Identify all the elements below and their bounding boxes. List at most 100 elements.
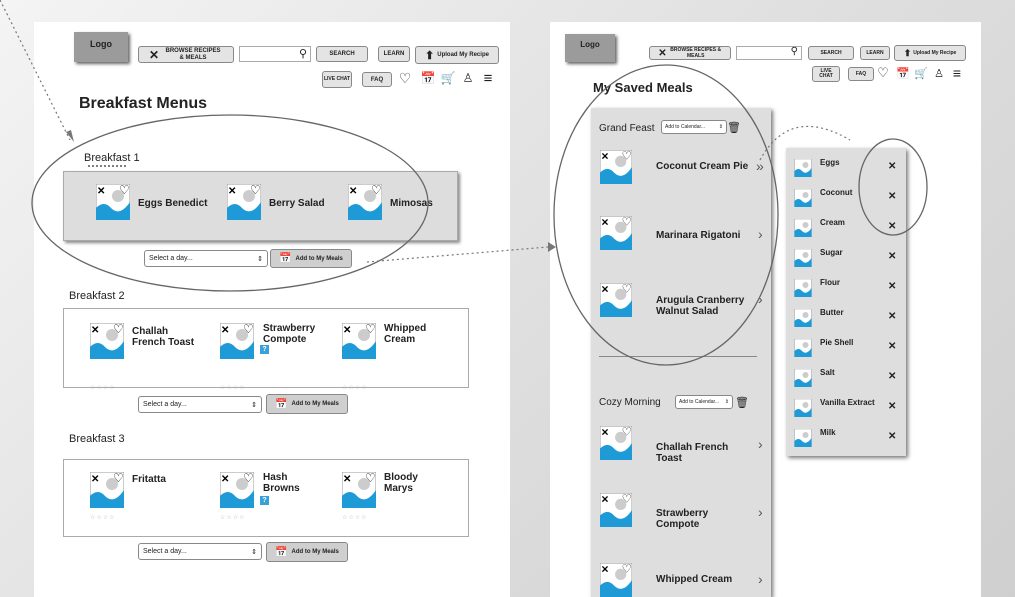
chevron-right-icon[interactable]: »	[756, 158, 764, 174]
calendar-select[interactable]: Add to Calendar...⇕	[661, 120, 727, 134]
chevron-right-icon[interactable]: ›	[758, 436, 763, 452]
help-badge-icon[interactable]: ?	[259, 344, 270, 355]
user-icon[interactable]: ♙	[462, 71, 474, 85]
svg-text:✕: ✕	[221, 474, 229, 485]
calendar-icon[interactable]: 📅	[896, 67, 910, 80]
live-chat-button[interactable]: LIVE CHAT	[812, 66, 840, 82]
svg-text:✕: ✕	[601, 493, 609, 504]
svg-text:♡: ♡	[119, 184, 130, 197]
heart-icon[interactable]: ♡	[398, 69, 412, 86]
rating-stars[interactable]: ☆☆☆☆	[220, 515, 246, 521]
ingredient-image-icon	[794, 398, 812, 422]
live-chat-button[interactable]: LIVE CHAT	[322, 71, 352, 88]
saved-meal-name[interactable]: Strawberry Compote	[656, 508, 709, 530]
saved-meal-name[interactable]: Whipped Cream	[656, 574, 733, 585]
ingredient-image-icon	[794, 188, 812, 212]
day-select[interactable]: Select a day...⇕	[138, 543, 262, 560]
chevron-right-icon[interactable]: ›	[758, 291, 763, 307]
menu-item-name[interactable]: Challah French Toast	[132, 326, 195, 348]
food-image-icon: ✕♡	[347, 183, 383, 225]
logo[interactable]: Logo	[74, 32, 128, 62]
faq-button[interactable]: FAQ	[362, 72, 392, 87]
user-icon[interactable]: ♙	[934, 67, 944, 80]
remove-ingredient-icon[interactable]: ✕	[888, 161, 897, 172]
food-image-icon: ✕♡	[599, 425, 633, 465]
remove-ingredient-icon[interactable]: ✕	[888, 191, 897, 202]
add-to-meals-button[interactable]: 📅Add to My Meals	[266, 542, 348, 562]
remove-ingredient-icon[interactable]: ✕	[888, 341, 897, 352]
search-button[interactable]: SEARCH	[316, 46, 368, 62]
calendar-select[interactable]: Add to Calendar...⇕	[675, 395, 733, 409]
menu-item-name[interactable]: Strawberry Compote	[263, 323, 316, 345]
upload-label: Upload My Recipe	[437, 52, 489, 58]
food-image-icon: ✕♡	[599, 215, 633, 255]
logo[interactable]: Logo	[565, 34, 615, 62]
menu-item-name[interactable]: Fritatta	[132, 474, 166, 485]
menu-item-name[interactable]: Mimosas	[390, 198, 433, 209]
rating-stars[interactable]: ☆☆☆☆	[90, 385, 116, 391]
chevron-right-icon[interactable]: ›	[758, 226, 763, 242]
search-input[interactable]: ⚲	[239, 46, 311, 62]
cart-icon[interactable]: 🛒	[440, 71, 456, 85]
upload-recipe-button[interactable]: ⬆Upload My Recipe	[894, 45, 966, 61]
rating-stars[interactable]: ☆☆☆☆	[220, 385, 246, 391]
remove-ingredient-icon[interactable]: ✕	[888, 371, 897, 382]
select-value: Select a day...	[143, 548, 187, 555]
chevron-right-icon[interactable]: ›	[758, 571, 763, 587]
menu-item-name[interactable]: Hash Browns	[263, 472, 300, 494]
saved-meal-name[interactable]: Challah French Toast	[656, 442, 729, 464]
remove-ingredient-icon[interactable]: ✕	[888, 281, 897, 292]
browse-button[interactable]: ✕BROWSE RECIPES & MEALS	[649, 46, 731, 60]
utensils-icon: ✕	[658, 47, 667, 59]
food-image-icon: ✕♡	[599, 562, 633, 597]
saved-meal-name[interactable]: Arugula Cranberry Walnut Salad	[656, 295, 745, 317]
ingredient-name: Salt	[820, 368, 835, 377]
browse-button[interactable]: ✕ BROWSE RECIPES & MEALS	[138, 46, 234, 63]
saved-meal-name[interactable]: Coconut Cream Pie	[656, 161, 749, 172]
rating-stars[interactable]: ☆☆☆☆	[342, 385, 368, 391]
remove-ingredient-icon[interactable]: ✕	[888, 401, 897, 412]
menu-item-name[interactable]: Eggs Benedict	[138, 198, 208, 209]
help-badge-icon[interactable]: ?	[259, 495, 270, 506]
menu-item-name[interactable]: Whipped Cream	[384, 323, 427, 345]
trash-icon[interactable]: 🗑	[735, 396, 749, 409]
remove-ingredient-icon[interactable]: ✕	[888, 221, 897, 232]
select-value: Add to Calendar...	[679, 399, 720, 405]
chevron-right-icon[interactable]: ›	[758, 504, 763, 520]
ingredient-row: Pie Shell✕	[786, 336, 906, 360]
svg-text:✕: ✕	[91, 474, 99, 485]
menu-icon[interactable]: ≡	[483, 69, 493, 87]
svg-text:✕: ✕	[91, 325, 99, 336]
menu-label: Breakfast 3	[69, 433, 125, 445]
chevron-down-icon: ⇕	[251, 401, 257, 409]
upload-recipe-button[interactable]: ⬆ Upload My Recipe	[415, 46, 499, 64]
learn-button[interactable]: LEARN	[860, 46, 890, 60]
browse-label: BROWSE RECIPES & MEALS	[165, 47, 221, 61]
saved-meal-name[interactable]: Marinara Rigatoni	[656, 230, 741, 241]
meal-group-name[interactable]: Grand Feast	[599, 123, 655, 134]
ingredient-image-icon	[794, 338, 812, 362]
add-to-meals-button[interactable]: 📅Add to My Meals	[270, 249, 352, 268]
meal-group-name[interactable]: Cozy Morning	[599, 397, 661, 408]
search-button[interactable]: SEARCH	[808, 46, 854, 60]
calendar-icon[interactable]: 📅	[420, 71, 436, 85]
add-to-meals-button[interactable]: 📅Add to My Meals	[266, 394, 348, 414]
heart-icon[interactable]: ♡	[877, 65, 889, 80]
cart-icon[interactable]: 🛒	[914, 67, 928, 80]
remove-ingredient-icon[interactable]: ✕	[888, 311, 897, 322]
faq-button[interactable]: FAQ	[848, 67, 874, 81]
remove-ingredient-icon[interactable]: ✕	[888, 431, 897, 442]
search-input[interactable]: ⚲	[736, 46, 802, 60]
menu-icon[interactable]: ≡	[952, 65, 962, 81]
day-select[interactable]: Select a day...⇕	[138, 396, 262, 413]
menu-item-name[interactable]: Bloody Marys	[384, 472, 418, 494]
svg-text:♡: ♡	[622, 283, 632, 295]
remove-ingredient-icon[interactable]: ✕	[888, 251, 897, 262]
day-select[interactable]: Select a day...⇕	[144, 250, 268, 267]
menu-item-name[interactable]: Berry Salad	[269, 198, 325, 209]
rating-stars[interactable]: ☆☆☆☆	[342, 515, 368, 521]
rating-stars[interactable]: ☆☆☆☆	[90, 515, 116, 521]
trash-icon[interactable]: 🗑	[727, 121, 741, 134]
learn-button[interactable]: LEARN	[378, 46, 410, 62]
svg-text:♡: ♡	[371, 184, 382, 197]
